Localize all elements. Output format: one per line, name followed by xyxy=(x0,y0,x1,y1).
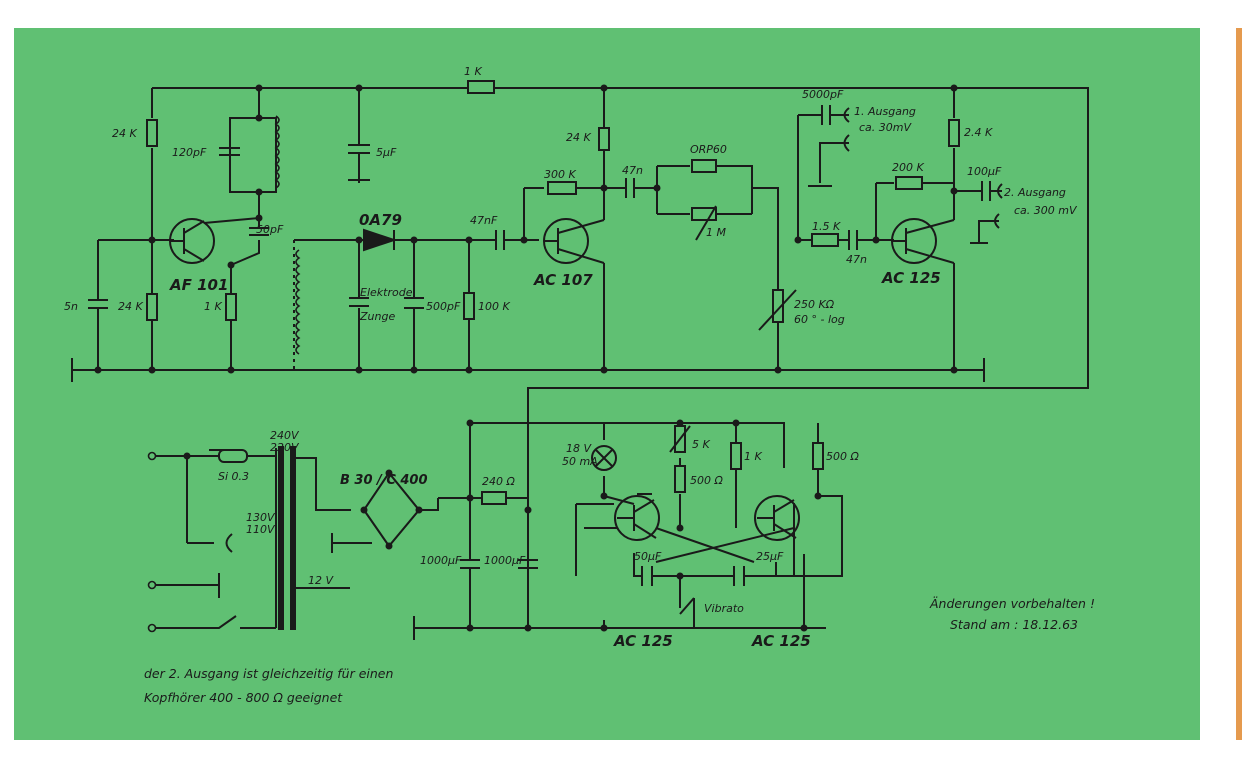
label-r-24k-left2: 24 K xyxy=(118,300,143,313)
page-edge-stripe xyxy=(1236,28,1242,740)
label-r-1k-left: 1 K xyxy=(204,300,222,313)
mains-terminals xyxy=(147,451,157,633)
label-c-50p: 50pF xyxy=(256,223,284,236)
note-date: Stand am : 18.12.63 xyxy=(950,617,1078,632)
label-pot-250k: 250 KΩ xyxy=(794,298,835,311)
component-symbols xyxy=(88,80,1003,630)
label-t4: AC 125 xyxy=(613,632,673,650)
label-r-2-4k: 2.4 K xyxy=(964,126,993,139)
label-v-primary-1: 240V xyxy=(270,429,300,442)
label-v-tap-1: 130V xyxy=(246,511,276,524)
label-diode: 0A79 xyxy=(359,211,402,229)
label-r-200k: 200 K xyxy=(892,161,924,174)
label-r-1-5k: 1.5 K xyxy=(812,220,841,233)
label-r-500-a: 500 Ω xyxy=(690,474,723,487)
label-r-240: 240 Ω xyxy=(482,475,515,488)
label-c-50u: 50μF xyxy=(634,550,662,563)
label-r-100k: 100 K xyxy=(478,300,510,313)
label-fuse: Si 0.3 xyxy=(218,470,249,483)
label-r-top: 1 K xyxy=(464,65,482,78)
label-c-500p: 500pF xyxy=(426,300,461,313)
label-r-1k-b: 1 K xyxy=(744,450,762,463)
label-r-300k: 300 K xyxy=(544,168,576,181)
label-out2-level: ca. 300 mV xyxy=(1014,204,1078,217)
note-footnote-1: der 2. Ausgang ist gleichzeitig für eine… xyxy=(144,666,393,681)
label-c-100u: 100μF xyxy=(967,165,1002,178)
label-r-24k-mid: 24 K xyxy=(566,131,591,144)
label-pot-5k: 5 K xyxy=(692,438,710,451)
label-c-5u: 5μF xyxy=(376,146,397,159)
label-r-500-b: 500 Ω xyxy=(826,450,859,463)
label-c-47n: 47n xyxy=(622,164,643,177)
label-out1-level: ca. 30mV xyxy=(859,121,912,134)
label-out2: 2. Ausgang xyxy=(1004,186,1066,199)
label-c-120p: 120pF xyxy=(172,146,207,159)
label-electrode-1: Elektrode xyxy=(360,286,413,299)
label-c-47nf: 47nF xyxy=(470,214,498,227)
label-t3: AC 125 xyxy=(881,269,941,287)
junction-dots xyxy=(94,84,958,632)
label-v-secondary: 12 V xyxy=(308,574,334,587)
label-rectifier: B 30 / C 400 xyxy=(340,473,428,488)
label-pot-1m: 1 M xyxy=(706,226,726,239)
label-lamp-1: 18 V xyxy=(566,442,592,455)
label-v-tap-2: 110V xyxy=(246,523,276,536)
label-orp: ORP60 xyxy=(690,143,727,156)
circuit-schematic: 1 K 24 K 120pF 5μF 50pF AF 101 5n 24 K 1… xyxy=(14,28,1200,740)
label-v-primary-2: 220V xyxy=(270,441,300,454)
label-c-1000b: 1000μF xyxy=(484,554,526,567)
annotations: Änderungen vorbehalten ! Stand am : 18.1… xyxy=(144,596,1095,705)
label-out1: 1. Ausgang xyxy=(854,105,916,118)
label-lamp-2: 50 mA xyxy=(562,455,598,468)
label-pot-log: 60 ° - log xyxy=(794,313,845,326)
component-labels: 1 K 24 K 120pF 5μF 50pF AF 101 5n 24 K 1… xyxy=(64,65,1078,650)
label-electrode-2: Zunge xyxy=(359,310,395,323)
label-t2: AC 107 xyxy=(533,271,593,289)
label-c-5000p: 5000pF xyxy=(802,88,844,101)
label-c-5n: 5n xyxy=(64,300,78,313)
label-t1: AF 101 xyxy=(169,276,228,294)
label-c-1000a: 1000μF xyxy=(420,554,462,567)
label-c-47n-b: 47n xyxy=(846,253,867,266)
label-c-25u: 25μF xyxy=(756,550,784,563)
note-changes: Änderungen vorbehalten ! xyxy=(929,596,1095,611)
label-t5: AC 125 xyxy=(751,632,811,650)
schematic-board: 1 K 24 K 120pF 5μF 50pF AF 101 5n 24 K 1… xyxy=(14,28,1200,740)
note-footnote-2: Kopfhörer 400 - 800 Ω geeignet xyxy=(144,690,343,705)
label-r-24k-left: 24 K xyxy=(112,127,137,140)
label-vibrato: Vibrato xyxy=(704,602,744,615)
